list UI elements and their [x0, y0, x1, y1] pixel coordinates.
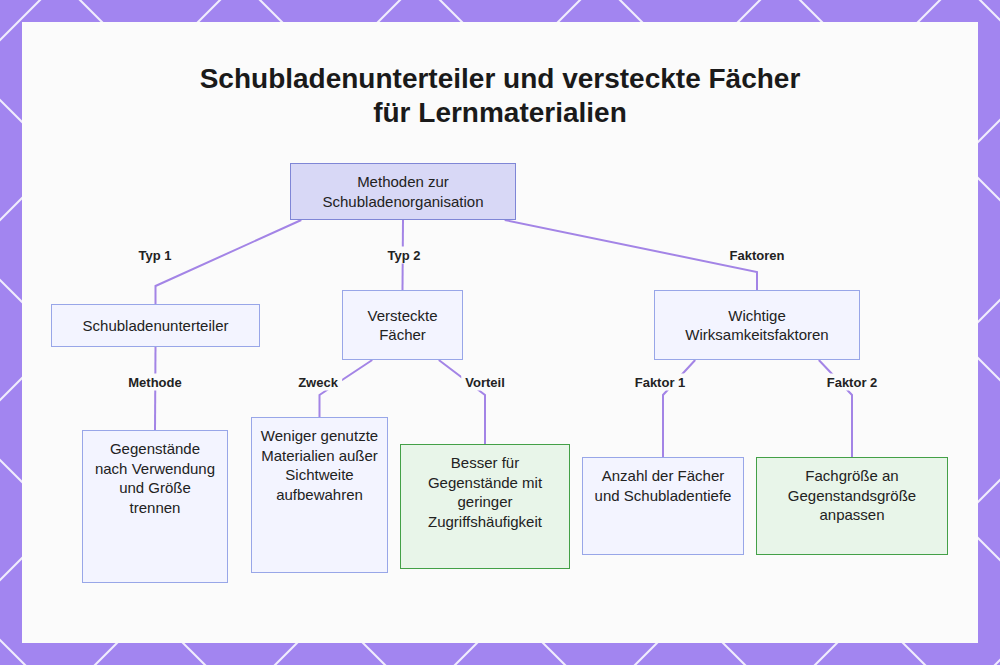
- white-panel: [22, 22, 978, 643]
- node-text: Versteckte Fächer: [351, 306, 454, 345]
- edge-label: Faktor 1: [631, 374, 690, 391]
- node-text: Fachgröße an Gegenstandsgröße anpassen: [767, 466, 937, 525]
- process-box: Versteckte Fächer: [342, 290, 463, 360]
- node-text: Schubladenunterteiler: [83, 316, 229, 336]
- process-box: Methoden zur Schubladenorganisation: [290, 163, 516, 220]
- edge-label: Typ 1: [135, 247, 176, 264]
- diagram-title: Schubladenunterteiler und versteckte Fäc…: [180, 62, 820, 129]
- connector-line: [156, 220, 302, 304]
- edge-label: Typ 2: [384, 247, 425, 264]
- process-box: Weniger genutzte Materialien außer Sicht…: [251, 417, 388, 573]
- edge-label: Faktor 2: [823, 374, 882, 391]
- node-text: Anzahl der Fächer und Schubladentiefe: [593, 466, 733, 505]
- process-box: Anzahl der Fächer und Schubladentiefe: [582, 457, 744, 555]
- edge-label: Zweck: [294, 374, 342, 391]
- edge-label: Vorteil: [461, 374, 509, 391]
- process-box: Besser für Gegenstände mit geringer Zugr…: [400, 444, 570, 569]
- process-box: Fachgröße an Gegenstandsgröße anpassen: [756, 457, 948, 555]
- edge-label: Methode: [124, 374, 185, 391]
- edge-label: Faktoren: [726, 247, 789, 264]
- node-text: Gegenstände nach Verwendung und Größe tr…: [93, 439, 217, 517]
- process-box: Schubladenunterteiler: [51, 304, 260, 347]
- node-text: Wichtige Wirksamkeitsfaktoren: [665, 306, 849, 345]
- process-box: Gegenstände nach Verwendung und Größe tr…: [82, 430, 228, 583]
- node-text: Methoden zur Schubladenorganisation: [301, 172, 505, 211]
- node-text: Weniger genutzte Materialien außer Sicht…: [260, 426, 379, 504]
- node-text: Besser für Gegenstände mit geringer Zugr…: [411, 453, 559, 531]
- connector-line: [505, 220, 757, 290]
- process-box: Wichtige Wirksamkeitsfaktoren: [654, 290, 860, 360]
